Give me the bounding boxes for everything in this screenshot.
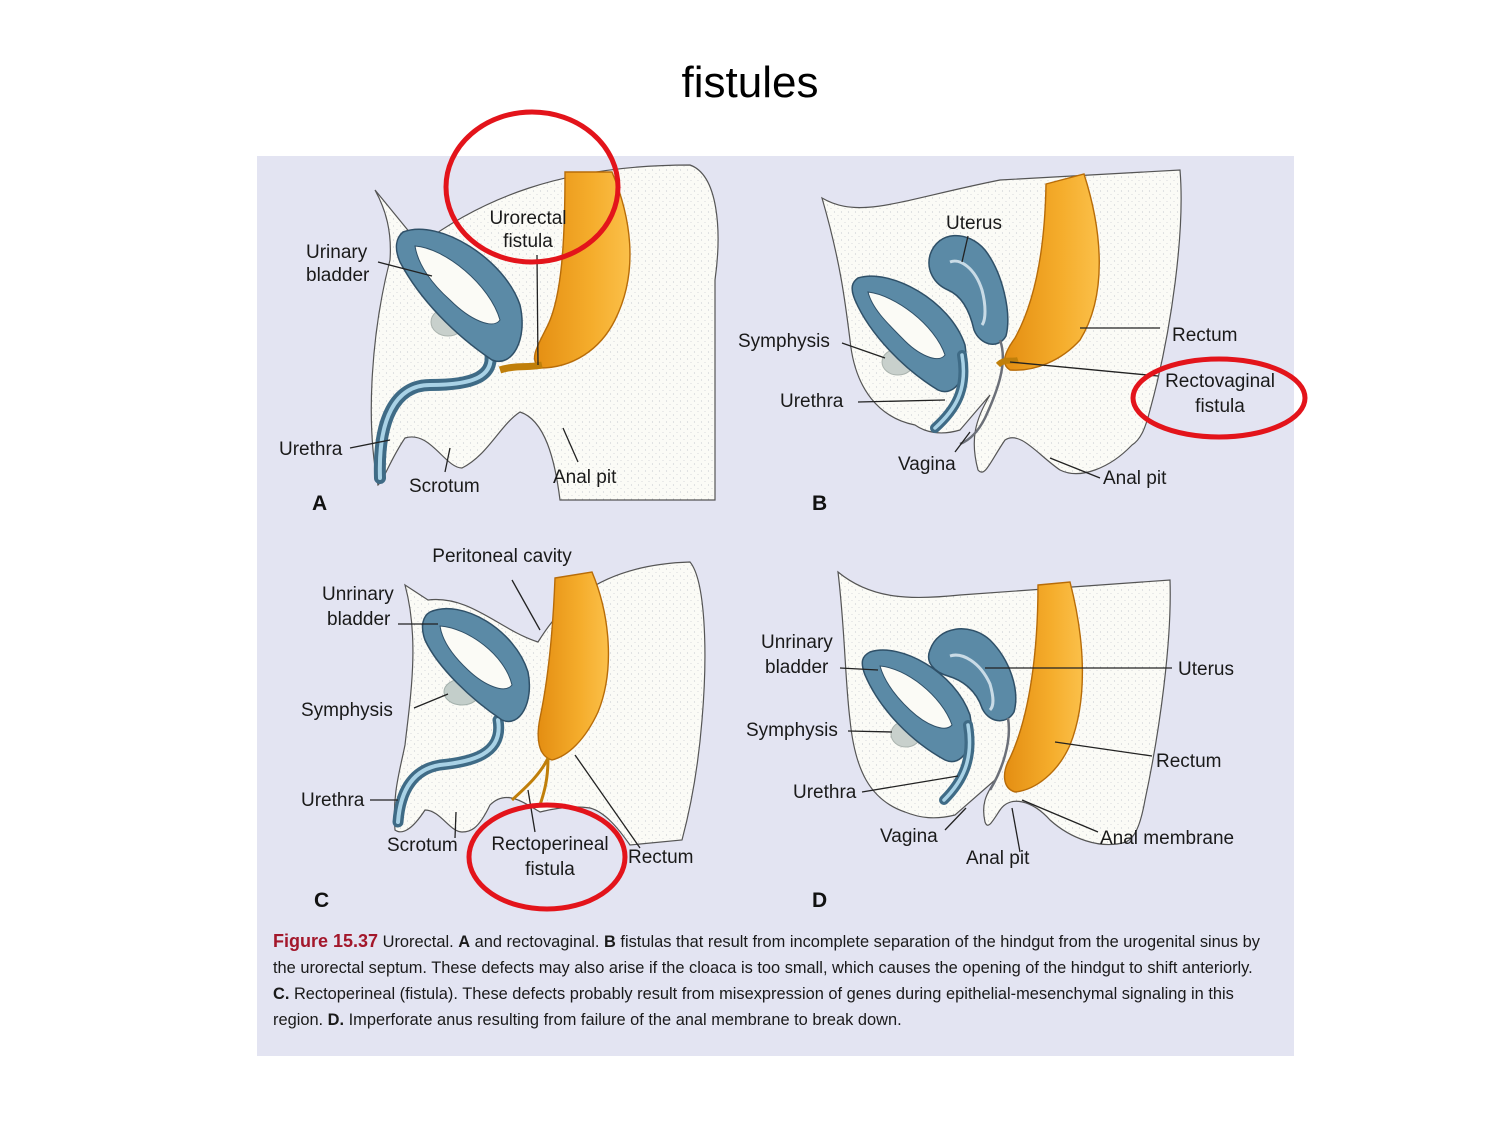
label-urethra: Urethra [301, 790, 365, 811]
label-rectum: Rectum [1172, 325, 1237, 346]
label-urethra: Urethra [279, 439, 343, 460]
label-rectovaginal-fistula-1: Rectovaginal [1165, 371, 1275, 392]
label-anal-pit: Anal pit [966, 848, 1030, 869]
panel-c-fistula-tract [510, 757, 550, 806]
highlight-circle-urorectal [443, 109, 621, 265]
panel-b-fistula-tract [995, 357, 1019, 368]
panel-b-rectum [1003, 173, 1100, 371]
panel-c-rectum [537, 571, 610, 761]
figure-number: Figure 15.37 [273, 931, 379, 951]
label-unrinary-bladder-2: bladder [765, 657, 829, 678]
label-urinary-bladder-1: Urinary [306, 242, 368, 263]
label-rectoperineal-fistula-1: Rectoperineal [491, 834, 608, 855]
label-scrotum: Scrotum [387, 835, 458, 856]
highlight-circle-rectovaginal [1130, 356, 1308, 440]
label-scrotum: Scrotum [409, 476, 480, 497]
label-rectum: Rectum [1156, 751, 1221, 772]
caption-text-5: Imperforate anus resulting from failure … [344, 1011, 902, 1029]
label-unrinary-bladder-1: Unrinary [761, 632, 833, 653]
label-vagina: Vagina [898, 454, 956, 475]
label-anal-pit: Anal pit [553, 467, 617, 488]
label-unrinary-bladder-1: Unrinary [322, 584, 394, 605]
label-vagina: Vagina [880, 826, 938, 847]
label-urethra: Urethra [780, 391, 844, 412]
label-urorectal-fistula-1: Urorectal [489, 208, 566, 229]
panel-d-letter: D [812, 889, 827, 912]
label-symphysis: Symphysis [746, 720, 838, 741]
label-rectum: Rectum [628, 847, 693, 868]
label-urorectal-fistula-2: fistula [503, 231, 553, 252]
label-symphysis: Symphysis [301, 700, 393, 721]
panel-d-rectum [1003, 581, 1084, 793]
panel-c-letter: C [314, 889, 329, 912]
label-urinary-bladder-2: bladder [306, 265, 370, 286]
figure-caption: Figure 15.37 Urorectal. A and rectovagin… [273, 928, 1273, 1033]
panel-a-letter: A [312, 492, 327, 515]
panel-d: Unrinary bladder Symphysis Urethra Vagin… [746, 570, 1234, 912]
panel-b-uterus [928, 234, 1009, 345]
label-uterus: Uterus [1178, 659, 1234, 680]
caption-text-1: Urorectal. [378, 933, 459, 951]
caption-text-4: Rectoperineal (fistula). These defects p… [273, 985, 1234, 1029]
label-unrinary-bladder-2: bladder [327, 609, 391, 630]
caption-ref-c: C. [273, 985, 290, 1003]
caption-text-2: and rectovaginal. [470, 933, 604, 951]
caption-text-3: fistulas that result from incomplete sep… [273, 933, 1260, 977]
panel-c: Peritoneal cavity Unrinary bladder Symph… [301, 546, 706, 912]
caption-ref-a: A [458, 933, 471, 951]
panel-b-letter: B [812, 492, 827, 515]
panel-d-vagina [988, 717, 1011, 791]
panel-a: Urorectal fistula Urinary bladder Urethr… [279, 164, 719, 515]
caption-ref-b: B [604, 933, 616, 951]
panel-a-fistula-tract [498, 361, 543, 374]
slide-title: fistules [681, 58, 819, 107]
highlight-circle-rectoperineal [466, 802, 628, 912]
label-rectoperineal-fistula-2: fistula [525, 859, 575, 880]
label-urethra: Urethra [793, 782, 857, 803]
label-anal-pit: Anal pit [1103, 468, 1167, 489]
panel-b: Uterus Symphysis Urethra Vagina Rectum R… [738, 169, 1275, 515]
label-peritoneal-cavity: Peritoneal cavity [432, 546, 572, 567]
caption-ref-d: D. [327, 1011, 345, 1029]
label-uterus: Uterus [946, 213, 1002, 234]
label-rectovaginal-fistula-2: fistula [1195, 396, 1245, 417]
label-symphysis: Symphysis [738, 331, 830, 352]
label-anal-membrane: Anal membrane [1100, 828, 1234, 849]
